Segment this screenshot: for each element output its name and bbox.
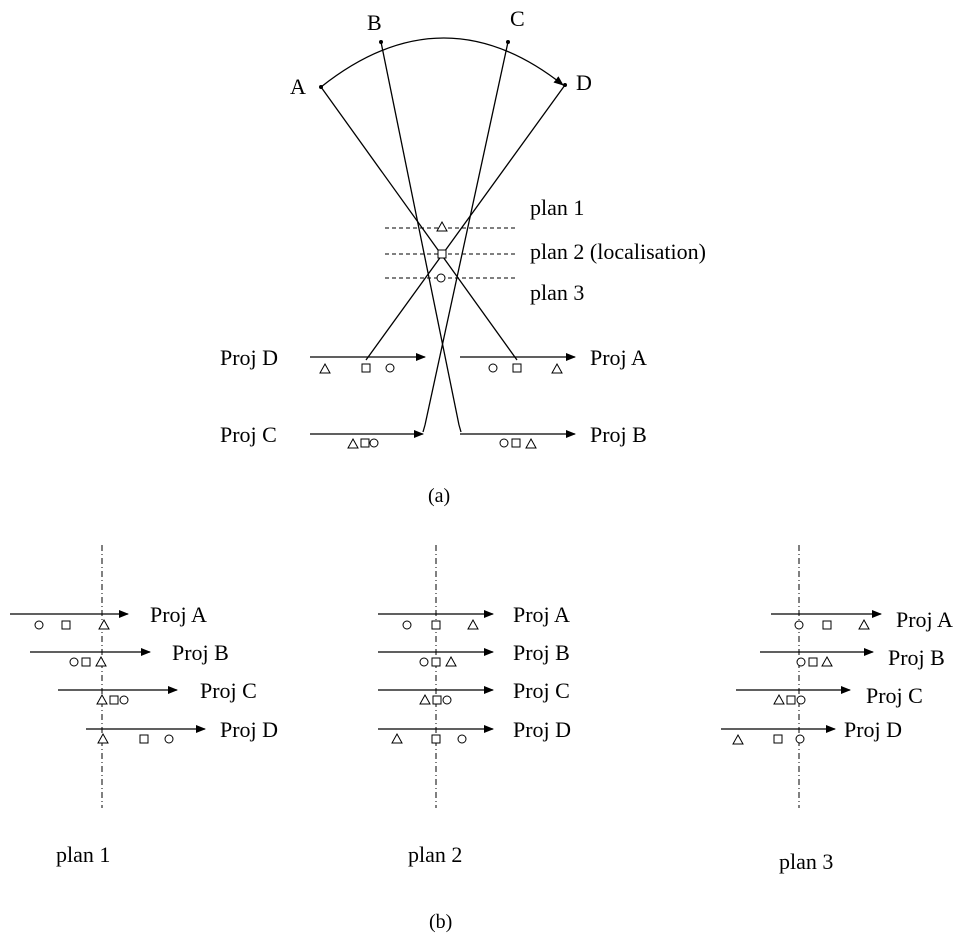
row-b-label: Proj B (888, 645, 945, 670)
row-d-symbols (391, 732, 467, 744)
ray-b (380, 41, 460, 426)
circle-marker (436, 273, 446, 283)
diagram-a: A B C D plan 1 plan 2 (localisation) pla… (220, 6, 706, 507)
row-a-label: Proj A (513, 602, 570, 627)
ray-c (424, 41, 509, 426)
panel-caption: plan 1 (56, 842, 110, 867)
row-c-symbols (96, 693, 129, 705)
proj-a-symbols (488, 362, 563, 374)
row-c-label: Proj C (866, 683, 923, 708)
ray-a (320, 86, 518, 361)
row-c-label: Proj C (513, 678, 570, 703)
ray-b-ext (458, 424, 462, 433)
proj-c-label: Proj C (220, 422, 277, 447)
plane-3-label: plan 3 (530, 280, 584, 305)
panel-plan-1: Proj A Proj B Proj C Proj D (10, 545, 278, 867)
point-d-label: D (576, 70, 592, 95)
diagram-b: Proj A Proj B Proj C Proj D (10, 545, 953, 933)
source-arc (320, 37, 564, 88)
row-d-label: Proj D (513, 717, 571, 742)
point-b-label: B (367, 10, 382, 35)
row-a-symbols (34, 618, 110, 630)
caption-a: (a) (428, 485, 450, 507)
proj-b-symbols (499, 437, 537, 449)
row-d-label: Proj D (844, 717, 902, 742)
row-b-symbols (69, 655, 107, 667)
proj-a-label: Proj A (590, 345, 647, 370)
row-d-symbols (97, 732, 174, 744)
square-marker (437, 249, 447, 259)
plane-1-label: plan 1 (530, 195, 584, 220)
proj-d-symbols (319, 362, 395, 374)
proj-c-symbols (347, 437, 379, 449)
row-a-label: Proj A (150, 602, 207, 627)
proj-b-label: Proj B (590, 422, 647, 447)
ray-c-ext (422, 424, 426, 433)
row-c-label: Proj C (200, 678, 257, 703)
row-d-label: Proj D (220, 717, 278, 742)
row-d-symbols (732, 733, 805, 745)
row-b-symbols (419, 655, 457, 667)
point-c-label: C (510, 6, 525, 31)
proj-d-label: Proj D (220, 345, 278, 370)
row-c-symbols (419, 693, 452, 705)
ray-d (365, 84, 566, 361)
plane-2-label: plan 2 (localisation) (530, 239, 706, 264)
panel-plan-3: Proj A Proj B Proj C Proj D (721, 545, 953, 874)
caption-b: (b) (429, 911, 452, 933)
point-a-label: A (290, 74, 306, 99)
row-b-symbols (796, 655, 833, 667)
panel-plan-2: Proj A Proj B Proj C Proj D (378, 545, 571, 867)
triangle-marker (436, 220, 448, 232)
row-a-symbols (794, 618, 870, 630)
row-b-label: Proj B (513, 640, 570, 665)
row-a-label: Proj A (896, 607, 953, 632)
panel-caption: plan 3 (779, 849, 833, 874)
row-a-symbols (402, 618, 479, 630)
panel-caption: plan 2 (408, 842, 462, 867)
row-c-symbols (773, 693, 806, 705)
row-b-label: Proj B (172, 640, 229, 665)
